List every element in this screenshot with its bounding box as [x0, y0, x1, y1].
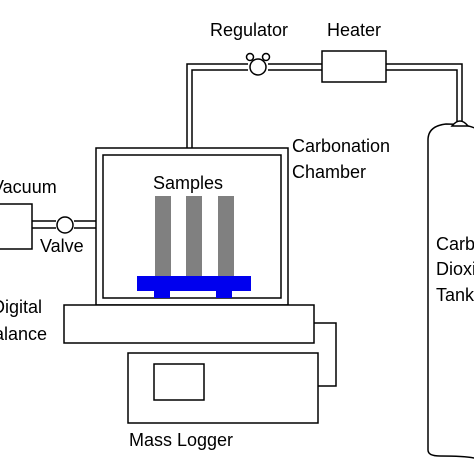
digital-balance — [63, 304, 315, 344]
balance-label-line1: Digital — [0, 297, 42, 317]
heater-box — [321, 50, 387, 83]
tank-label-line2: Dioxide — [436, 259, 474, 279]
balance-label-line2: Balance — [0, 324, 47, 344]
sample-base-foot-left — [154, 290, 170, 298]
mass-logger-label: Mass Logger — [129, 430, 233, 450]
valve-icon — [56, 216, 74, 234]
sample-base — [137, 276, 251, 298]
sample-1 — [155, 196, 171, 276]
valve-label: Valve — [40, 236, 84, 256]
co2-tank-valve — [450, 120, 470, 127]
vacuum-label: Vacuum — [0, 177, 57, 197]
gas-pipe-network — [32, 63, 463, 387]
sample-3 — [218, 196, 234, 276]
regulator-gauge-right — [261, 52, 271, 62]
regulator — [245, 52, 271, 76]
heater-label: Heater — [327, 20, 381, 40]
regulator-body — [249, 58, 267, 76]
vacuum-pump — [0, 203, 33, 250]
regulator-label: Regulator — [210, 20, 288, 40]
mass-logger-display — [153, 363, 205, 401]
regulator-gauge-left — [245, 52, 255, 62]
co2-tank-body — [427, 123, 474, 459]
tank-label-line3: Tank — [436, 285, 474, 305]
sample-base-plate — [137, 276, 251, 291]
co2-tank — [427, 120, 474, 459]
samples-label: Samples — [153, 173, 223, 193]
sample-base-foot-right — [216, 290, 232, 298]
sample-2 — [186, 196, 202, 276]
tank-label-line1: Carbon — [436, 234, 474, 254]
chamber-label-line2: Chamber — [292, 162, 366, 182]
chamber-label-line1: Carbonation — [292, 136, 390, 156]
